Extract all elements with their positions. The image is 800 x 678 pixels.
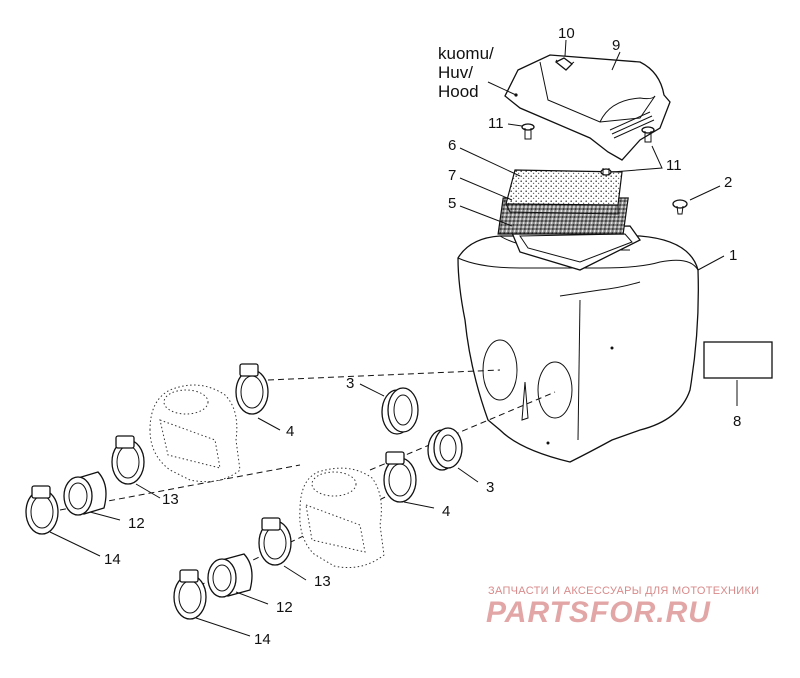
callout-7: 7 [448,167,457,184]
callout-4-upper: 4 [286,423,295,440]
clamp-small-upper [111,435,145,485]
hood-cover [504,54,671,161]
watermark-brand: PARTSFOR.RU [486,596,711,629]
callout-1: 1 [729,247,738,264]
callout-9: 9 [612,37,621,54]
clamp-small-lower [258,517,292,566]
callout-10: 10 [558,25,575,42]
callout-5: 5 [448,195,457,212]
carburetor-upper [149,384,241,483]
callout-12-upper: 12 [128,515,145,532]
callout-2: 2 [724,174,733,191]
grommet-lower [427,427,463,471]
callout-11-right: 11 [666,157,682,174]
callout-3-upper: 3 [346,375,355,392]
hood-label-fi: kuomu/ [438,44,494,63]
carburetor-lower [299,467,385,569]
decal [703,341,773,379]
boot-lower [207,553,253,598]
clamp-upper [235,363,269,415]
bolt-center [600,168,612,176]
watermark-tagline: ЗАПЧАСТИ И АКСЕССУАРЫ ДЛЯ МОТОТЕХНИКИ [488,585,760,597]
callout-13-lower: 13 [314,573,331,590]
callout-8: 8 [733,413,742,430]
hood-fastener [554,57,573,71]
callout-13-upper: 13 [162,491,179,508]
boot-upper [63,471,107,516]
grommet-upper [381,387,419,435]
callout-11-left: 11 [488,115,504,132]
callout-14-lower: 14 [254,631,271,648]
axis-upper [267,369,501,381]
airbox-housing [457,235,699,463]
hood-label-sv: Huv/ [438,63,473,82]
bolt-left [521,123,535,140]
leader-lines [49,39,738,637]
pre-filter [505,169,623,215]
callout-6: 6 [448,137,457,154]
callout-12-lower: 12 [276,599,293,616]
clamp-end-upper [25,485,59,535]
screw [672,199,688,215]
callout-4-lower: 4 [442,503,451,520]
callout-14-upper: 14 [104,551,121,568]
hood-label-en: Hood [438,82,479,101]
bolt-right [641,126,655,143]
clamp-end-lower [173,569,207,620]
clamp-lower [383,451,417,503]
hood-label: kuomu/ Huv/ Hood [438,44,494,101]
callout-3-lower: 3 [486,479,495,496]
